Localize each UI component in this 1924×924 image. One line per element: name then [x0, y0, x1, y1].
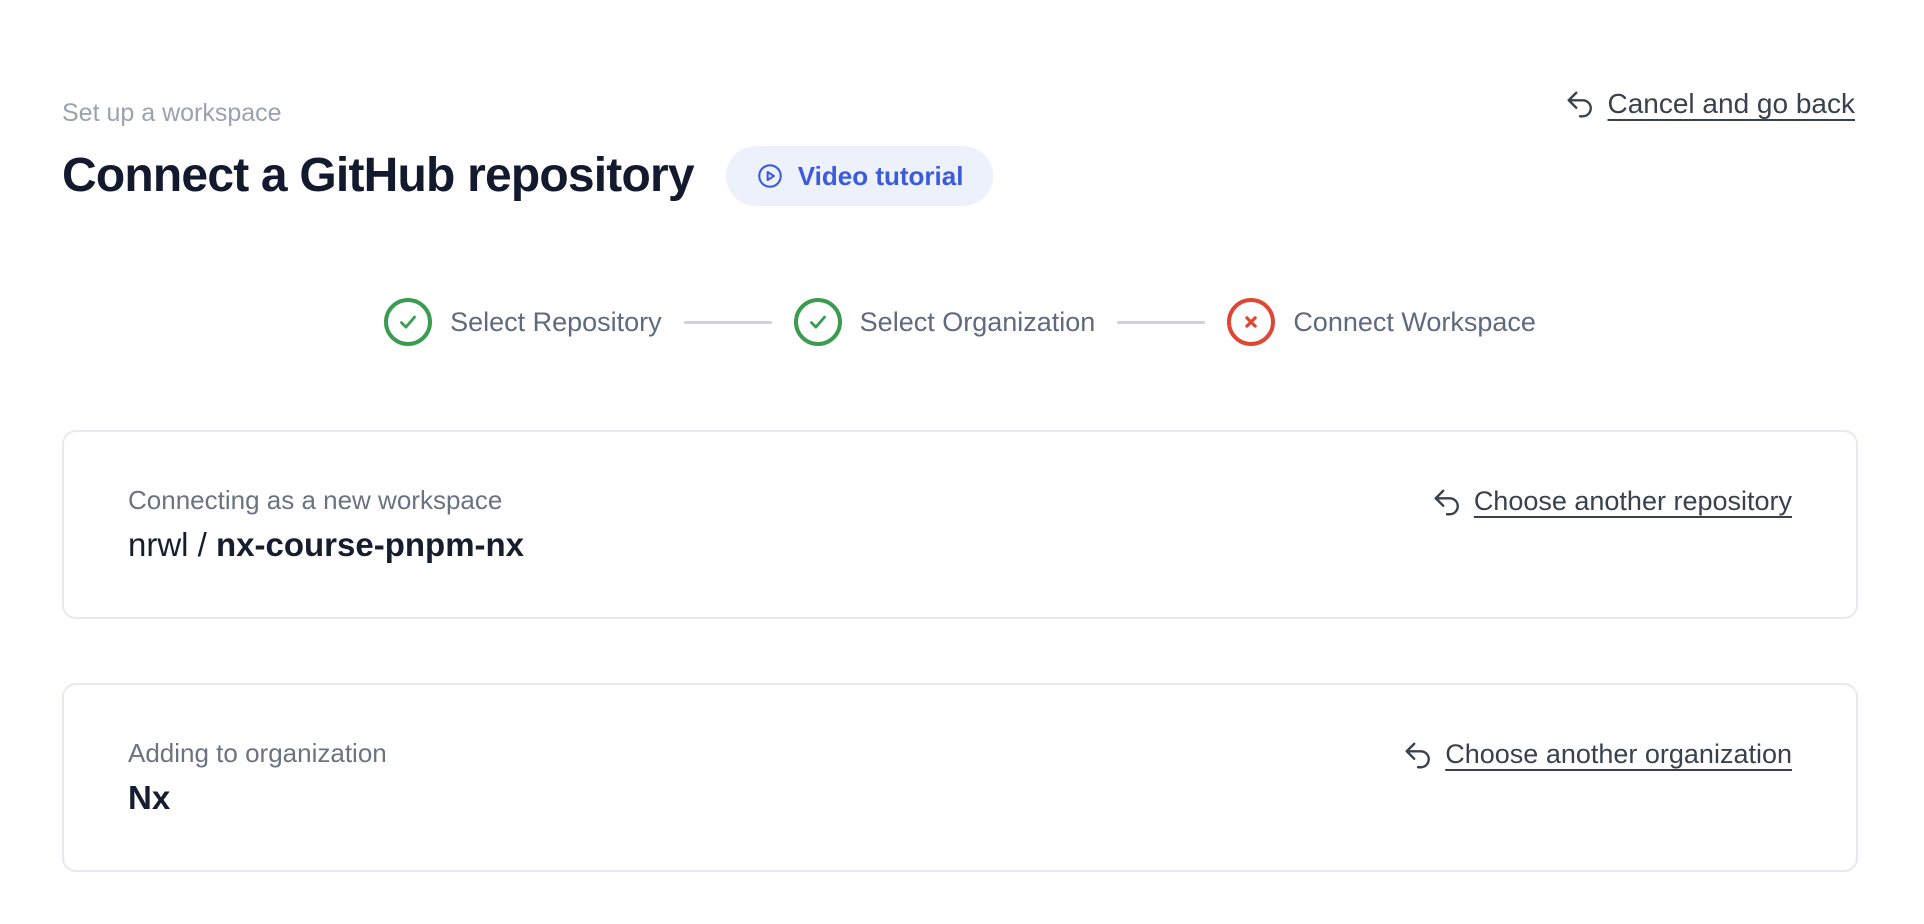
video-tutorial-button[interactable]: Video tutorial: [725, 146, 994, 206]
organization-card-info: Adding to organization Nx: [128, 737, 387, 818]
step-select-organization: Select Organization: [793, 298, 1096, 346]
breadcrumb-kicker: Set up a workspace: [62, 99, 282, 127]
step-connect-workspace: Connect Workspace: [1227, 298, 1536, 346]
choose-another-repository-link[interactable]: Choose another repository: [1432, 486, 1792, 517]
play-circle-icon: [756, 162, 784, 190]
undo-arrow-icon: [1432, 487, 1462, 517]
page-header: Set up a workspace Connect a GitHub repo…: [62, 88, 1858, 206]
cancel-and-go-back-link[interactable]: Cancel and go back: [1565, 88, 1855, 120]
check-circle-icon: [793, 298, 842, 346]
organization-name: Nx: [128, 778, 387, 818]
choose-another-organization-link[interactable]: Choose another organization: [1403, 739, 1792, 770]
video-tutorial-label: Video tutorial: [797, 160, 964, 191]
page-title: Connect a GitHub repository: [62, 149, 695, 202]
step-label: Connect Workspace: [1293, 306, 1536, 337]
choose-another-organization-label: Choose another organization: [1445, 739, 1792, 769]
setup-stepper: Select Repository Select Organization Co…: [62, 298, 1858, 346]
step-label: Select Organization: [859, 306, 1096, 337]
repository-card-label: Connecting as a new workspace: [128, 485, 503, 515]
repository-card: Connecting as a new workspace nrwl / nx-…: [62, 430, 1858, 619]
organization-card-label: Adding to organization: [128, 738, 387, 768]
repository-name: nrwl / nx-course-pnpm-nx: [128, 525, 524, 565]
undo-arrow-icon: [1403, 740, 1433, 770]
step-label: Select Repository: [450, 306, 662, 337]
cancel-link-label: Cancel and go back: [1607, 88, 1855, 119]
step-connector: [683, 320, 772, 324]
setup-workspace-page: Set up a workspace Connect a GitHub repo…: [62, 88, 1858, 872]
organization-name-text: Nx: [128, 779, 171, 816]
step-connector: [1117, 320, 1206, 324]
organization-card: Adding to organization Nx Choose another…: [62, 683, 1858, 872]
x-circle-icon: [1227, 298, 1276, 346]
step-select-repository: Select Repository: [384, 298, 662, 346]
undo-arrow-icon: [1565, 89, 1595, 119]
title-row: Connect a GitHub repository Video tutori…: [62, 146, 1858, 206]
repository-slug: nx-course-pnpm-nx: [216, 526, 525, 563]
repository-owner: nrwl /: [128, 526, 217, 563]
repository-card-info: Connecting as a new workspace nrwl / nx-…: [128, 484, 524, 565]
choose-another-repository-label: Choose another repository: [1473, 486, 1792, 516]
check-circle-icon: [384, 298, 433, 346]
